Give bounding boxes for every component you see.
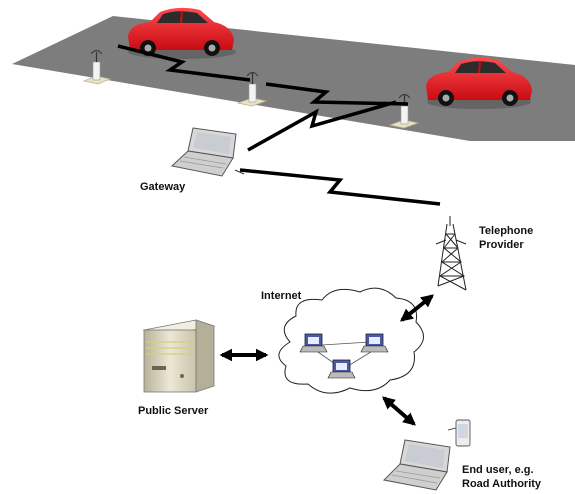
end-user-label-line1: End user, e.g. xyxy=(462,464,534,476)
gateway-label: Gateway xyxy=(140,181,186,193)
car-icon xyxy=(128,7,236,59)
end-user-label-line2: Road Authority xyxy=(462,478,542,490)
telephone-provider-label-line1: Telephone xyxy=(479,225,534,237)
sensor-antenna-icon xyxy=(236,72,268,107)
car-icon xyxy=(426,57,532,109)
telephone-provider-label: Telephone Provider xyxy=(479,224,533,252)
sensor-antenna-icon xyxy=(82,50,112,85)
sensor-antenna-icon xyxy=(388,94,420,129)
wireless-link-icon xyxy=(239,168,441,206)
end-user-label: End user, e.g. Road Authority xyxy=(462,463,541,491)
laptop-icon xyxy=(327,359,356,379)
double-arrow-icon xyxy=(382,396,416,426)
internet-label: Internet xyxy=(261,290,302,302)
telephone-provider-label-line2: Provider xyxy=(479,239,524,251)
public-server-label: Public Server xyxy=(138,405,209,417)
cloud-icon xyxy=(278,287,424,394)
mobile-phone-icon xyxy=(447,419,471,447)
wireless-link-icon xyxy=(247,100,397,152)
server-icon xyxy=(142,319,216,393)
laptop-icon xyxy=(360,333,389,353)
laptop-icon xyxy=(170,127,245,177)
double-arrow-icon xyxy=(400,294,434,322)
radio-tower-icon xyxy=(435,216,467,291)
wireless-link-icon xyxy=(117,44,251,82)
laptop-icon xyxy=(299,333,328,353)
laptop-icon xyxy=(382,439,451,491)
wireless-link-icon xyxy=(265,82,409,106)
